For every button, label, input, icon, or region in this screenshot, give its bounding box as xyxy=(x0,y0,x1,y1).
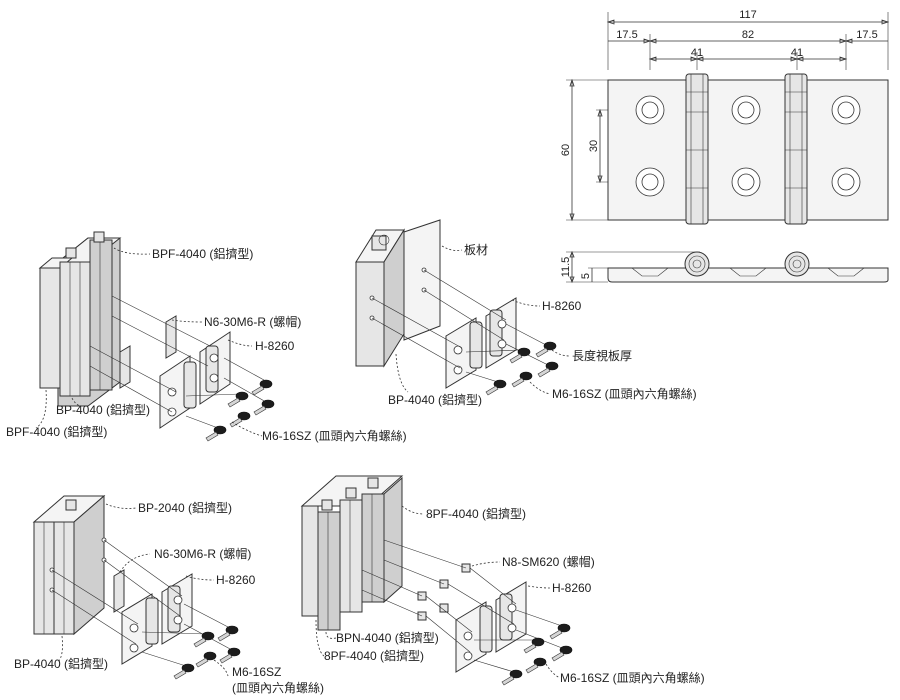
label-n6-30m6-r: N6-30M6-R (螺帽) xyxy=(204,314,301,329)
profile-8pf-4040 xyxy=(300,475,404,631)
label-h-8260: H-8260 xyxy=(552,581,592,595)
hinge-h-8260 xyxy=(455,581,527,673)
t-nut-upper xyxy=(165,315,177,359)
screws-m6-16sz xyxy=(501,623,573,686)
screws-m6-16sz xyxy=(173,625,241,680)
label-bp-4040: BP-4040 (鋁擠型) xyxy=(56,402,150,417)
label-panel: 板材 xyxy=(464,243,488,257)
assembly-1: BPF-4040 (鋁擠型) N6-30M6-R (螺帽) H-8260 BP-… xyxy=(6,231,407,443)
dim-82: 82 xyxy=(742,29,754,41)
hinge-h-8260 xyxy=(121,573,193,665)
hinge-knuckle-left xyxy=(685,73,709,225)
profile-bp-2040 xyxy=(32,494,106,636)
panel-plate xyxy=(403,219,441,341)
label-h-8260: H-8260 xyxy=(542,299,582,313)
profile-bpf-4040 xyxy=(38,231,122,407)
dim-17-5-right: 17.5 xyxy=(856,29,877,41)
label-bpf-4040-bottom: BPF-4040 (鋁擠型) xyxy=(6,424,107,439)
label-h-8260: H-8260 xyxy=(216,573,256,587)
hinge-knuckle-right xyxy=(784,73,808,225)
assembly-3: BP-2040 (鋁擠型) N6-30M6-R (螺帽) H-8260 BP-4… xyxy=(14,494,324,695)
label-bpf-4040-top: BPF-4040 (鋁擠型) xyxy=(152,246,253,261)
dim-41-left: 41 xyxy=(691,47,703,59)
label-n6-30m6-r: N6-30M6-R (螺帽) xyxy=(154,546,251,561)
screws-m6-16sz xyxy=(485,341,559,396)
countersunk-holes xyxy=(635,95,861,197)
screws-m6-16sz xyxy=(205,379,275,442)
dim-117: 117 xyxy=(739,9,757,21)
hinge-side-view xyxy=(607,251,889,283)
t-nut-5 xyxy=(439,603,449,613)
t-nut-lower xyxy=(119,345,131,389)
dim-11-5: 11.5 xyxy=(560,257,572,278)
assembly-2: 板材 H-8260 長度視板厚 BP-4040 (鋁擠型) M6-16SZ (皿… xyxy=(355,219,697,407)
dim-60: 60 xyxy=(560,144,572,156)
label-m6-16sz-desc: (皿頭內六角螺絲) xyxy=(232,680,324,695)
label-m6-16sz: M6-16SZ (皿頭內六角螺絲) xyxy=(262,428,407,443)
label-bp-4040: BP-4040 (鋁擠型) xyxy=(388,392,482,407)
hinge-h-8260 xyxy=(159,331,231,429)
dimension-drawing: 117 17.5 82 17.5 41 41 60 30 xyxy=(560,9,890,284)
dim-41-right: 41 xyxy=(791,47,803,59)
label-n8-sm620: N8-SM620 (螺帽) xyxy=(502,554,595,569)
label-m6-16sz: M6-16SZ (皿頭內六角螺絲) xyxy=(560,670,705,685)
t-nut xyxy=(113,569,125,613)
label-bp-2040: BP-2040 (鋁擠型) xyxy=(138,500,232,515)
label-m6-16sz: M6-16SZ (皿頭內六角螺絲) xyxy=(552,386,697,401)
profile-bp-4040 xyxy=(355,228,405,368)
dim-17-5-left: 17.5 xyxy=(616,29,637,41)
label-8pf-4040-bottom: 8PF-4040 (鋁擠型) xyxy=(324,648,424,663)
label-8pf-4040-top: 8PF-4040 (鋁擠型) xyxy=(426,506,526,521)
label-bpn-4040: BPN-4040 (鋁擠型) xyxy=(336,630,439,645)
dim-30: 30 xyxy=(588,140,600,152)
dim-5: 5 xyxy=(580,273,592,279)
assembly-4: 8PF-4040 (鋁擠型) N8-SM620 (螺帽) H-8260 BPN-… xyxy=(300,475,705,686)
label-h-8260: H-8260 xyxy=(255,339,295,353)
hinge-h-8260 xyxy=(445,297,517,389)
label-m6-16sz: M6-16SZ xyxy=(232,665,281,679)
label-length-note: 長度視板厚 xyxy=(572,348,632,363)
label-bp-4040: BP-4040 (鋁擠型) xyxy=(14,656,108,671)
